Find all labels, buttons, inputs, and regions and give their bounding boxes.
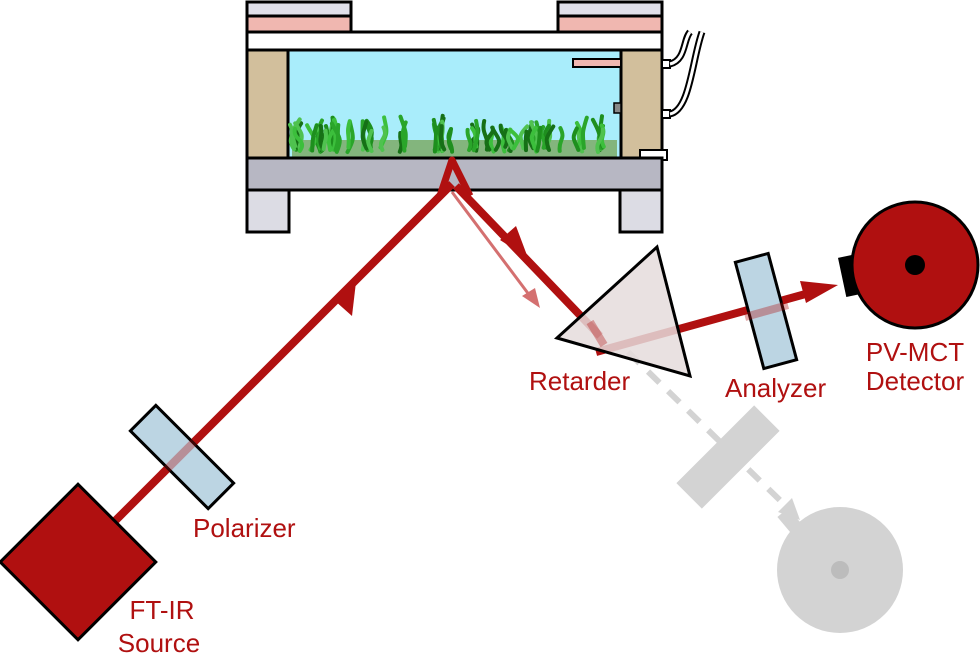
plant-blade bbox=[292, 126, 304, 153]
plant-blade bbox=[366, 128, 374, 153]
probe-side-mark bbox=[613, 102, 622, 114]
source-label-line2: Source bbox=[118, 628, 200, 657]
retarder-label: Retarder bbox=[529, 366, 630, 396]
plant-blade bbox=[498, 123, 509, 149]
plant-blade bbox=[379, 125, 387, 152]
retarder bbox=[553, 244, 693, 379]
plant-blade bbox=[290, 117, 302, 149]
ghost-detector-icon bbox=[777, 507, 903, 633]
lid-pad-right bbox=[556, 0, 664, 18]
foot-right bbox=[618, 188, 664, 234]
probe-tip-mid bbox=[661, 109, 671, 119]
plant-blade bbox=[360, 120, 369, 151]
transmitted-arrowhead bbox=[522, 288, 540, 308]
probe-tip-top bbox=[661, 59, 671, 69]
detector-label-line2: Detector bbox=[866, 366, 965, 396]
transmitted-beam bbox=[450, 191, 532, 297]
cell-wall-left bbox=[245, 48, 290, 160]
beam-over-analyzer bbox=[743, 301, 790, 321]
plant-blade bbox=[438, 124, 447, 152]
plant-blade bbox=[535, 125, 543, 153]
probe-cables bbox=[668, 29, 706, 118]
plant-blade bbox=[507, 127, 520, 151]
lid-stripe-right bbox=[556, 14, 664, 34]
plant-blade bbox=[321, 128, 328, 151]
plant-blade bbox=[544, 124, 556, 152]
reflected-arrowhead bbox=[500, 226, 528, 258]
ghost-analyzer bbox=[676, 405, 780, 509]
plant-blade bbox=[523, 129, 529, 153]
probe-rod bbox=[572, 58, 622, 68]
measurement-cell bbox=[245, 0, 706, 234]
plant-blade bbox=[397, 131, 404, 154]
plant-blade bbox=[398, 114, 408, 149]
cell-lid bbox=[245, 30, 664, 52]
plant-blade bbox=[580, 115, 589, 150]
lid-pad-left bbox=[245, 0, 353, 18]
plant-blade bbox=[529, 120, 540, 149]
source-label-line1: FT-IR bbox=[130, 595, 195, 625]
plant-blade bbox=[471, 118, 480, 153]
ghost-beam bbox=[625, 349, 793, 513]
beam-over-polarizer bbox=[159, 433, 203, 477]
output-arrowhead bbox=[800, 281, 838, 303]
plant-blade bbox=[595, 127, 605, 154]
analyzer-label: Analyzer bbox=[725, 373, 826, 403]
plant-blade bbox=[326, 128, 336, 152]
lid-stripe-left bbox=[245, 14, 353, 34]
reflected-beam bbox=[453, 183, 603, 339]
plant-blade bbox=[484, 128, 496, 152]
reflection-peak bbox=[436, 156, 474, 198]
plant-blade bbox=[446, 127, 455, 154]
plant-blade bbox=[571, 126, 581, 152]
plant-blade bbox=[529, 126, 539, 154]
detector-disc-icon bbox=[837, 200, 980, 330]
detector-label-line1: PV-MCT bbox=[866, 337, 964, 367]
plant-blade bbox=[490, 125, 502, 152]
plant-blade bbox=[346, 119, 352, 150]
cell-wall-right bbox=[619, 48, 664, 160]
plant-blade bbox=[518, 124, 530, 151]
source-square-icon bbox=[0, 482, 158, 642]
plant-monolayer bbox=[288, 113, 617, 157]
polarizer bbox=[128, 403, 236, 511]
analyzer bbox=[733, 251, 799, 371]
polarizer-label: Polarizer bbox=[193, 513, 296, 543]
plant-blade bbox=[333, 123, 341, 152]
plant-blade bbox=[310, 123, 319, 153]
plant-blade bbox=[431, 117, 438, 154]
incident-arrowhead bbox=[334, 282, 356, 316]
ghost-path bbox=[625, 349, 903, 633]
foot-left bbox=[245, 188, 291, 234]
plant-blade bbox=[465, 127, 473, 152]
plant-blade bbox=[557, 126, 565, 153]
